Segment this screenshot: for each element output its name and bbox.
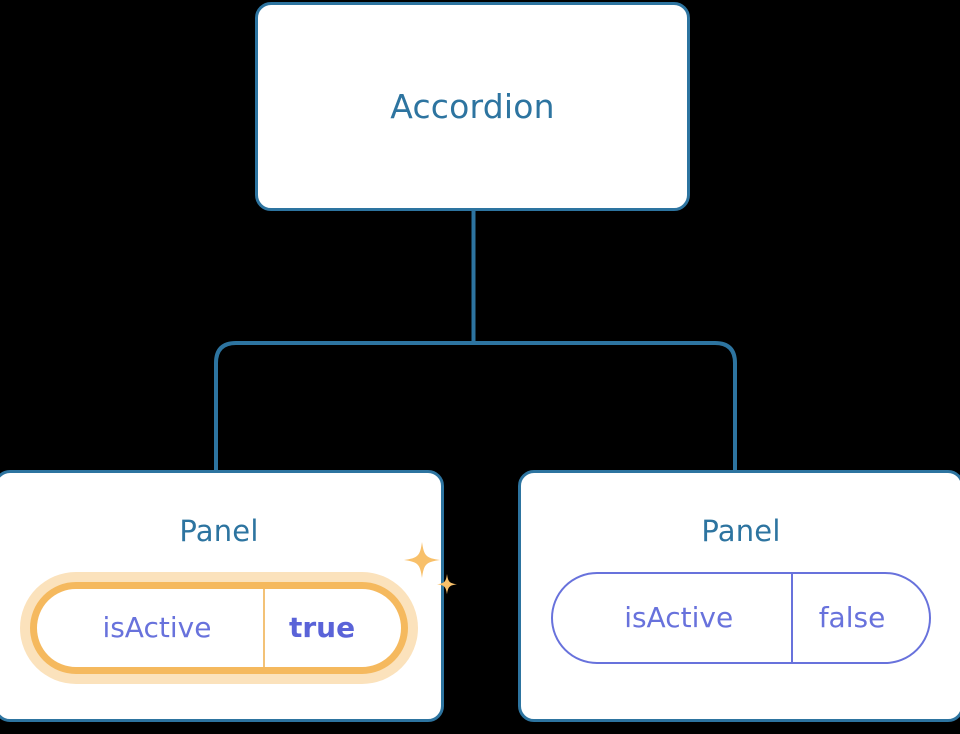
prop-pill-active[interactable]: isActive true [29, 582, 409, 674]
node-panel-inactive[interactable]: Panel isActive false [518, 470, 960, 722]
prop-key-isactive-true: isActive [102, 611, 212, 644]
prop-pill-glow: isActive true [19, 572, 419, 684]
node-title-accordion: Accordion [390, 87, 555, 126]
node-title-panel-inactive: Panel [701, 514, 781, 548]
connector-bus [214, 341, 737, 470]
node-title-panel-active: Panel [179, 514, 259, 548]
node-panel-active[interactable]: Panel isActive true [0, 470, 458, 722]
prop-value-true: true [262, 589, 401, 667]
sparkle-small-icon [437, 574, 458, 595]
prop-value-false: false [790, 574, 930, 662]
prop-pill-active-wrap: isActive true [19, 542, 458, 684]
prop-key-isactive-false: isActive [624, 601, 734, 634]
prop-pill-inactive-wrap: isActive false [550, 572, 932, 664]
sparkle-large-icon [404, 542, 441, 578]
sparkle-group [404, 542, 458, 595]
prop-pill-inactive[interactable]: isActive false [550, 572, 932, 664]
node-accordion[interactable]: Accordion [255, 2, 690, 211]
